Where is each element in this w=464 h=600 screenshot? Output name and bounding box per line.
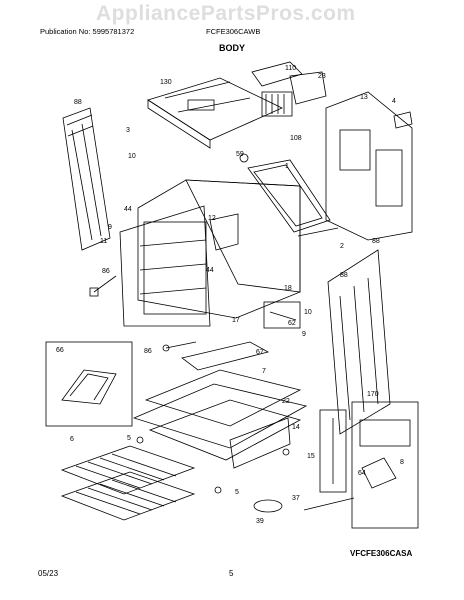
small-brackets <box>89 275 301 352</box>
callout-label: 86 <box>144 348 152 355</box>
callout-label: 2 <box>340 243 344 250</box>
callout-label: 13 <box>360 94 368 101</box>
callout-label: 130 <box>160 79 172 86</box>
callout-label: 7 <box>262 368 266 375</box>
publication-number: Publication No: 5995781372 <box>40 27 135 36</box>
callout-label: 6 <box>70 436 74 443</box>
callout-label: 67 <box>256 349 264 356</box>
callout-label: 88 <box>340 272 348 279</box>
oven-cavity <box>119 179 301 327</box>
footer-page-number: 5 <box>229 569 234 578</box>
callout-label: 110 <box>285 65 296 72</box>
callout-label: 15 <box>307 453 315 460</box>
callout-label: 66 <box>56 347 64 354</box>
callout-label: 12 <box>208 215 216 222</box>
callout-label: 86 <box>102 268 110 275</box>
callout-label: 17 <box>232 317 240 324</box>
bottom-pan <box>132 369 308 461</box>
callout-label: 108 <box>290 135 302 142</box>
broil-element <box>45 341 133 427</box>
callout-label: 11 <box>100 238 107 245</box>
bottom-frame <box>229 417 291 469</box>
callout-label: 37 <box>292 495 300 502</box>
footer-date: 05/23 <box>38 569 59 578</box>
left-side-panel <box>62 107 111 251</box>
model-number: FCFE306CAWB <box>206 27 261 36</box>
callout-label: 9 <box>302 331 306 338</box>
callout-label: 5 <box>235 489 239 496</box>
callout-label: 59 <box>236 151 244 158</box>
vent-assembly <box>251 61 327 117</box>
oven-racks <box>60 445 196 521</box>
callout-label: 1 <box>285 163 289 170</box>
back-panel <box>325 91 413 241</box>
callout-label: 39 <box>256 518 264 525</box>
sensor-probe-parts <box>253 409 355 513</box>
callout-label: 8 <box>400 459 404 466</box>
parts-kit-box <box>351 401 419 529</box>
screws <box>136 436 290 494</box>
callout-label: 9 <box>108 224 112 231</box>
callout-label: 5 <box>127 435 131 442</box>
callout-label: 10 <box>304 309 312 316</box>
callout-label: 88 <box>372 238 380 245</box>
callout-label: 22 <box>282 398 290 405</box>
callout-label: 44 <box>124 206 132 213</box>
callout-label: 3 <box>126 127 130 134</box>
callout-label: 62 <box>288 320 296 327</box>
callout-label: 64 <box>358 470 366 477</box>
bake-element <box>181 341 270 371</box>
control-frame <box>239 153 339 237</box>
callout-label: 18 <box>284 285 292 292</box>
top-panel <box>147 77 283 149</box>
callout-label: 23 <box>318 73 326 80</box>
callout-label: 44 <box>206 267 214 274</box>
right-side-panel <box>327 249 391 435</box>
callout-label: 88 <box>74 99 82 106</box>
diagram-code: VFCFE306CASA <box>350 549 413 558</box>
watermark: AppliancePartsPros.com <box>96 2 356 25</box>
callout-label: 4 <box>392 98 396 105</box>
section-title: BODY <box>218 43 245 53</box>
callout-label: 170 <box>367 391 379 398</box>
callout-label: 10 <box>128 153 136 160</box>
callout-label: 14 <box>292 424 300 431</box>
callout-labels: 130 110 23 88 13 4 3 108 59 1 10 44 9 12… <box>56 65 404 525</box>
